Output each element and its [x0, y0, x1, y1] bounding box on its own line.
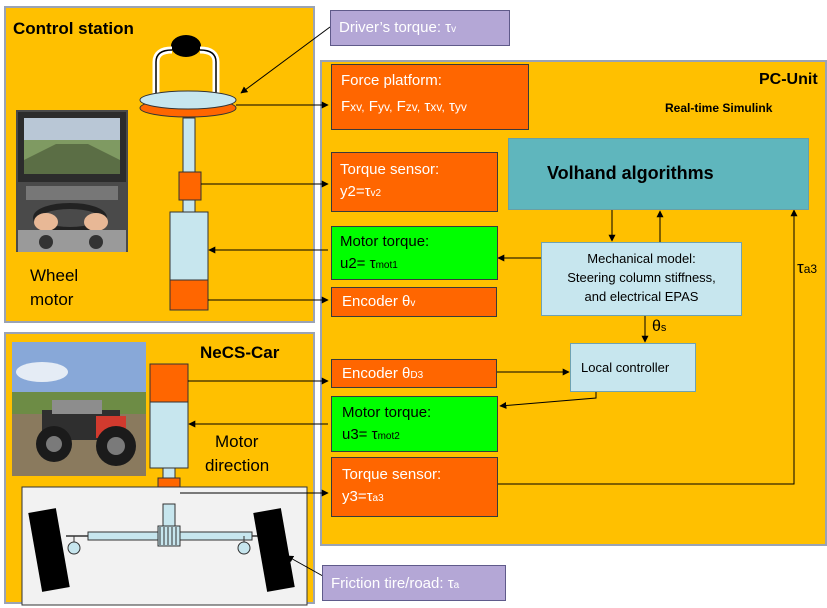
necs-car-title: NeCS-Car — [200, 343, 280, 362]
wheel-label: Wheel — [30, 266, 79, 285]
encoder-1-box: Encoder θv — [331, 287, 497, 317]
term-fxv: Fxv, — [341, 98, 365, 115]
motor-torque-1-title: Motor torque: — [340, 233, 430, 250]
encoder-1-symbol: θ — [402, 293, 411, 310]
pc-unit-title: PC-Unit — [759, 71, 818, 88]
torque-sensor-2-value: y3=τa3 — [342, 488, 384, 505]
encoder-2-box: Encoder θD3 — [331, 359, 497, 388]
mech-model-line1: Mechanical model: — [587, 251, 696, 266]
term-fzv: Fzv, — [396, 98, 421, 115]
control-station-title: Control station — [13, 19, 134, 38]
torque-sensor-1-box: Torque sensor: y2=τv2 — [331, 152, 498, 212]
local-controller-label: Local controller — [581, 360, 670, 375]
pc-unit-subtitle: Real-time Simulink — [665, 101, 773, 115]
motor-direction-line2: direction — [205, 456, 270, 475]
tau-a3-label: τa3 — [797, 258, 818, 277]
term-tauyv: τyv — [448, 98, 467, 115]
friction-box: Friction tire/road: τa — [322, 565, 506, 601]
motor-torque-2-title: Motor torque: — [342, 404, 432, 421]
torque-sensor-2-box: Torque sensor: y3=τa3 — [331, 457, 498, 517]
torque-sensor-1-value: y2=τv2 — [340, 183, 382, 200]
mech-model-line2: Steering column stiffness, — [567, 270, 716, 285]
drivers-torque-sub: v — [451, 24, 457, 35]
drivers-torque-box: Driver’s torque: τv — [330, 10, 510, 46]
motor-label: motor — [30, 290, 74, 309]
motor-direction-line1: Motor — [215, 432, 259, 451]
friction-label: Friction tire/road: — [331, 575, 448, 592]
term-tauxv: τxv, — [424, 98, 445, 115]
encoder-2-label: Encoder — [342, 365, 403, 382]
encoder-1-label: Encoder — [342, 293, 403, 310]
volhand-algorithms-label: Volhand algorithms — [547, 163, 714, 183]
term-fyv: Fyv, — [368, 98, 393, 115]
torque-sensor-2-title: Torque sensor: — [342, 466, 442, 483]
volhand-algorithms-box: Volhand algorithms — [508, 138, 809, 210]
car-steering-drawing — [21, 363, 308, 606]
encoder-2-symbol: θ — [402, 365, 411, 382]
steering-wheel-drawing — [139, 35, 237, 311]
motor-torque-1-value: u2= τmot1 — [340, 255, 398, 272]
necs-car-photo — [12, 342, 146, 476]
drivers-torque-symbol: τ — [445, 19, 452, 36]
encoder-1-sub: v — [410, 298, 416, 309]
control-station-photo — [16, 110, 128, 252]
force-platform-terms: Fxv, Fyv, Fzv, τxv, τyv — [341, 96, 528, 118]
local-controller-box: Local controller — [570, 343, 696, 392]
force-platform-box: Force platform: Fxv, Fyv, Fzv, τxv, τyv — [331, 64, 529, 130]
motor-torque-2-box: Motor torque: u3= τmot2 — [331, 396, 498, 452]
motor-torque-1-box: Motor torque: u2= τmot1 — [331, 226, 498, 280]
mech-model-line3: and electrical EPAS — [584, 289, 699, 304]
mechanical-model-box: Mechanical model: Steering column stiffn… — [541, 242, 742, 316]
torque-sensor-1-title: Torque sensor: — [340, 161, 440, 178]
friction-sub: a — [453, 580, 460, 591]
friction-symbol: τ — [447, 575, 454, 592]
encoder-2-sub: D3 — [410, 370, 424, 381]
motor-torque-2-value: u3= τmot2 — [342, 426, 400, 443]
force-platform-title: Force platform: — [341, 72, 442, 89]
theta-s-label: θs — [652, 318, 667, 335]
drivers-torque-label: Driver’s torque: — [339, 19, 446, 36]
